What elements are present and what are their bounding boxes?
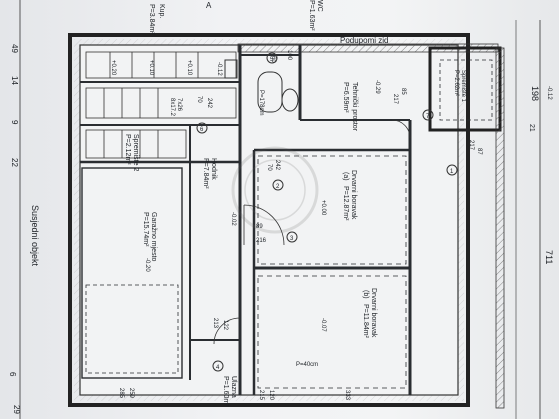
stairs [85, 51, 237, 159]
dim-70b: 70 [266, 164, 272, 171]
drvarnik-b-name: Drvarni boravak [370, 288, 377, 338]
dim-242a: 242 [206, 98, 212, 109]
note-9: 9 [10, 120, 19, 125]
level-marker: -0.02 [230, 212, 236, 226]
dim-60: 60 [270, 56, 276, 63]
wc-fixtures [224, 59, 299, 113]
interior-walls [80, 45, 493, 395]
dim-p40: P=40cm [296, 362, 318, 368]
corner-letter: A [206, 1, 212, 10]
mark-circle: 5 [270, 57, 274, 63]
level-markers: +0.20 +0.10 +0.10 -0.12 -0.29 -0.02 +0.0… [110, 60, 552, 332]
drvarnik-a-sub: (a) [342, 172, 349, 181]
storage2-area: P=2.12m² [124, 134, 131, 165]
hall-area: P=7.84m² [202, 158, 209, 189]
level-marker: +0.10 [148, 60, 154, 76]
drvarnik-b-area: P=11.84m² [362, 304, 369, 339]
dim-285: 285 [118, 388, 124, 399]
storage2-name: Spremište 2 [132, 134, 139, 171]
drvarnik-a-area: P=12.87m² [342, 186, 349, 221]
stairs-ref: 7x26 [176, 98, 182, 112]
drvarnik-b-sub: (b) [362, 290, 369, 299]
dimensions: 198 21 217 87 60 100 85 217 70 242 70 24… [118, 20, 554, 419]
dim-242b: 242 [274, 160, 280, 171]
level-marker: -0.12 [216, 62, 222, 76]
level-marker: +0.10 [186, 60, 192, 76]
dim-216: 216 [256, 238, 267, 244]
kup-name: Kup. [158, 4, 165, 18]
mark-circle: 1 [450, 169, 454, 175]
outer-walls: Podupomi zid [68, 33, 505, 409]
top-wall-label: Podupomi zid [340, 36, 388, 45]
dim-217b: 217 [392, 94, 398, 105]
garage-area: P=15.74m² [142, 212, 149, 247]
dim-198: 198 [530, 86, 540, 101]
dim-333: 333 [344, 390, 350, 401]
room-labels: Kup. P=3.84m² WC P=1.63m² Tehnički prost… [124, 0, 466, 407]
dim-87: 87 [476, 148, 482, 155]
numbered-marks: 1 2 3 4 6 5 7 [196, 52, 458, 372]
stairs-size: 8x17.2 [169, 98, 175, 117]
mark-circle: 4 [216, 365, 220, 371]
mark-circle: 7 [426, 114, 430, 120]
watermark-logo [231, 146, 319, 234]
kup-area: P=3.84m² [148, 4, 155, 35]
drvarnik-a-name: Drvarni boravak [350, 170, 357, 220]
left-margin-notes: 49 14 9 22 Susjedni objekt 6 29 [8, 0, 40, 419]
level-marker: +0.00 [320, 200, 326, 216]
note-22: 22 [10, 158, 19, 167]
mark-circle: 6 [200, 127, 204, 133]
neighbour-label: Susjedni objekt [30, 205, 40, 267]
wc-name: WC [316, 0, 323, 12]
note-6: 6 [8, 372, 17, 377]
entry-name: Ulazna [230, 376, 237, 398]
dim-213: 213 [212, 318, 218, 329]
mark-circle: 3 [290, 236, 294, 242]
dim-711: 711 [544, 250, 554, 264]
note-29: 29 [12, 405, 21, 414]
dim-89: 89 [256, 224, 263, 230]
dim-215: 215 [258, 390, 264, 401]
tech-area: P=6.59m² [342, 82, 349, 113]
level-marker: -0.20 [144, 258, 150, 272]
note-14: 14 [10, 76, 19, 85]
dim-85: 85 [400, 88, 406, 95]
mark-circle: 2 [276, 184, 280, 190]
level-marker: +0.20 [110, 60, 116, 76]
level-marker: -0.07 [320, 318, 326, 332]
tech-name: Tehnički prostor [351, 82, 358, 132]
dim-21: 21 [528, 124, 535, 132]
level-marker: -0.12 [546, 86, 552, 100]
dim-122: 122 [222, 320, 228, 331]
storage1-area: P=2.62m² [453, 70, 459, 96]
dim-70a: 70 [196, 96, 202, 103]
dim-p178: P=178cm [258, 90, 264, 116]
level-marker: -0.29 [374, 80, 380, 94]
wc-area: P=1.63m² [308, 0, 315, 31]
dim-259: 259 [128, 388, 134, 399]
door-swings [213, 119, 411, 345]
hall-name: Hodnik [210, 158, 217, 180]
note-49: 49 [10, 44, 19, 53]
storage1-name: Spremište 1 [460, 70, 466, 103]
entry-area: P=1.60m² [222, 376, 229, 407]
dim-217a: 217 [468, 140, 474, 151]
garage-name: Garažno mjesto [150, 212, 157, 262]
dim-100: 100 [286, 50, 292, 61]
dim-120: 120 [268, 390, 274, 401]
